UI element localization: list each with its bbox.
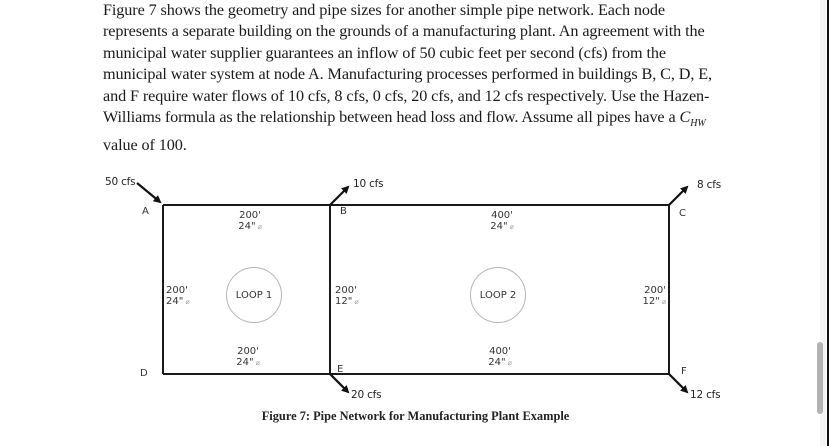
paragraph-line: and F require water flows of 10 cfs, 8 c… bbox=[103, 86, 710, 105]
pipe-diameter: 24"⌀ bbox=[238, 221, 262, 232]
diameter-icon: ⌀ bbox=[257, 223, 262, 231]
paragraph-line-chw: Williams formula as the relationship bet… bbox=[103, 107, 728, 135]
window-edge bbox=[827, 0, 829, 446]
pipe-diameter: 24"⌀ bbox=[236, 357, 260, 368]
paragraph-line: Figure 7 shows the geometry and pipe siz… bbox=[103, 1, 665, 19]
outflow-arrow-B bbox=[329, 185, 350, 206]
pipe-label-AD: 200' 24"⌀ bbox=[166, 285, 190, 308]
flow-label-F: 12 cfs bbox=[690, 389, 721, 401]
loop-1-marker: LOOP 1 bbox=[226, 267, 282, 323]
pipe-label-CF: 200' 12"⌀ bbox=[632, 285, 666, 308]
node-label-D: D bbox=[140, 368, 148, 379]
pipe-length: 400' bbox=[491, 210, 513, 221]
outflow-arrow-C bbox=[668, 185, 689, 206]
flow-label-C: 8 cfs bbox=[697, 179, 721, 191]
flow-label-A: 50 cfs bbox=[105, 176, 136, 188]
pipe-label-EF: 400' 24"⌀ bbox=[480, 346, 520, 369]
figure-caption: Figure 7: Pipe Network for Manufacturing… bbox=[261, 409, 570, 423]
inflow-arrow-A bbox=[136, 182, 162, 204]
paragraph-line: represents a separate building on the gr… bbox=[103, 22, 705, 41]
pipe-length: 200' bbox=[237, 346, 259, 357]
pipe-diameter: 24"⌀ bbox=[490, 221, 514, 232]
pipe-length: 200' bbox=[335, 285, 357, 296]
pipe-label-BC: 400' 24"⌀ bbox=[482, 210, 522, 233]
scrollbar-track[interactable] bbox=[820, 0, 826, 446]
chw-subscript: HW bbox=[690, 118, 706, 130]
pipe-length: 200' bbox=[166, 285, 188, 296]
paragraph-line-text: Williams formula as the relationship bet… bbox=[103, 108, 680, 127]
pipe-label-DE: 200' 24"⌀ bbox=[228, 346, 268, 369]
pipe-diameter: 12"⌀ bbox=[642, 296, 666, 307]
pipe-diameter: 24"⌀ bbox=[488, 357, 512, 368]
scrollbar-thumb[interactable] bbox=[817, 342, 823, 414]
paragraph-line: value of 100. bbox=[103, 135, 187, 154]
diameter-icon: ⌀ bbox=[185, 298, 190, 306]
node-label-B: B bbox=[340, 206, 347, 217]
diameter-icon: ⌀ bbox=[509, 223, 514, 231]
paragraph-line: municipal water supplier guarantees an i… bbox=[103, 43, 666, 62]
diameter-icon: ⌀ bbox=[354, 298, 359, 306]
pipe-length: 200' bbox=[644, 285, 666, 296]
pipe-length: 400' bbox=[489, 346, 511, 357]
diameter-icon: ⌀ bbox=[255, 359, 260, 367]
outflow-arrow-E bbox=[329, 373, 350, 394]
pipe-diameter: 12"⌀ bbox=[335, 296, 359, 307]
pipe-length: 200' bbox=[239, 210, 261, 221]
diameter-icon: ⌀ bbox=[661, 298, 666, 306]
chw-c: C bbox=[679, 108, 691, 127]
paragraph-line: municipal water system at node A. Manufa… bbox=[103, 65, 712, 84]
flow-label-E: 20 cfs bbox=[351, 389, 382, 401]
diameter-icon: ⌀ bbox=[507, 359, 512, 367]
node-label-F: F bbox=[681, 366, 687, 377]
chw-symbol: CHW bbox=[679, 108, 706, 130]
flow-label-B: 10 cfs bbox=[353, 178, 384, 190]
node-label-E: E bbox=[337, 364, 344, 375]
node-label-C: C bbox=[679, 208, 686, 219]
outflow-arrow-F bbox=[668, 373, 689, 394]
pipe-diameter: 24"⌀ bbox=[166, 296, 190, 307]
loop-2-marker: LOOP 2 bbox=[470, 267, 526, 323]
pipe-label-AB: 200' 24"⌀ bbox=[230, 210, 270, 233]
problem-paragraph: Figure 7 shows the geometry and pipe siz… bbox=[103, 0, 728, 156]
pipe-label-BE: 200' 12"⌀ bbox=[335, 285, 359, 308]
node-label-A: A bbox=[142, 206, 149, 217]
